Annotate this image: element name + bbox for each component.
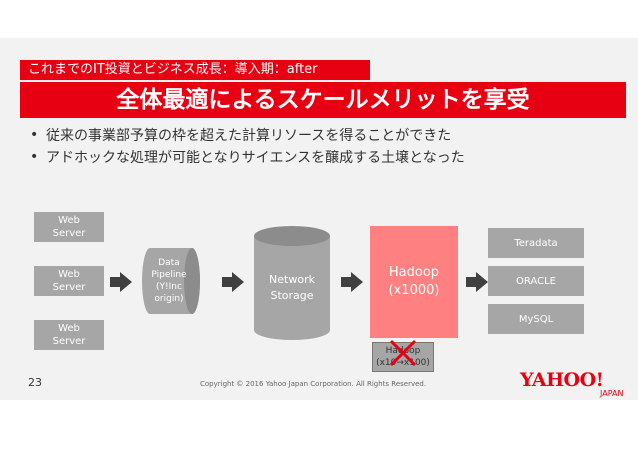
- storage-label: Network Storage: [269, 273, 315, 302]
- cross-icon: [389, 339, 417, 367]
- arrow-right-icon: [466, 272, 488, 292]
- bullet-item: • アドホックな処理が可能となりサイエンスを醸成する土壌となった: [30, 146, 630, 168]
- bullet-list: • 従来の事業部予算の枠を超えた計算リソースを得ることができた • アドホックな…: [30, 124, 630, 168]
- bullet-text: 従来の事業部予算の枠を超えた計算リソースを得ることができた: [46, 128, 452, 144]
- arrow-right-icon: [341, 272, 363, 292]
- logo-subtext: JAPAN: [600, 389, 624, 398]
- slide-subtitle: これまでのIT投資とビジネス成長：導入期：after: [20, 60, 370, 80]
- database-box: Teradata: [488, 228, 584, 258]
- arrow-right-icon: [222, 272, 244, 292]
- bullet-text: アドホックな処理が可能となりサイエンスを醸成する土壌となった: [46, 150, 465, 166]
- web-server-box: Web Server: [34, 212, 104, 242]
- database-box: ORACLE: [488, 266, 584, 296]
- hadoop-old-box: Hadoop (x10→x100): [372, 342, 434, 372]
- arrow-right-icon: [110, 272, 132, 292]
- bullet-dot-icon: •: [30, 149, 39, 165]
- storage-cylinder: [254, 226, 330, 340]
- page-number: 23: [28, 376, 42, 389]
- pipeline-cylinder: [142, 248, 200, 314]
- database-box: MySQL: [488, 304, 584, 334]
- bullet-dot-icon: •: [30, 127, 39, 143]
- copyright-text: Copyright © 2016 Yahoo Japan Corporation…: [200, 380, 427, 388]
- hadoop-box: Hadoop (x1000): [370, 226, 458, 338]
- yahoo-japan-logo: YAHOO! JAPAN: [520, 370, 630, 400]
- slide-title: 全体最適によるスケールメリットを享受: [20, 82, 626, 118]
- web-server-box: Web Server: [34, 320, 104, 350]
- bullet-item: • 従来の事業部予算の枠を超えた計算リソースを得ることができた: [30, 124, 630, 146]
- web-server-box: Web Server: [34, 266, 104, 296]
- logo-text: YAHOO!: [520, 369, 604, 391]
- pipeline-label: Data Pipeline (Y!Inc origin): [151, 258, 187, 304]
